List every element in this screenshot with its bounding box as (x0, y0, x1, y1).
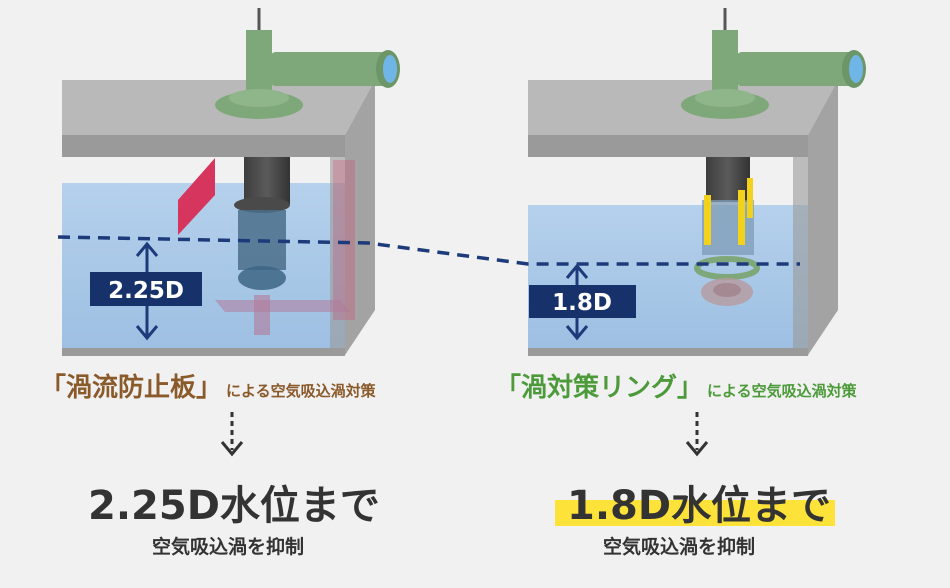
left-pump-bell (238, 266, 286, 290)
right-result-title: 1.8D水位まで (567, 483, 832, 529)
right-result-sub: 空気吸込渦を抑制 (603, 536, 756, 558)
ring-support-left (704, 195, 711, 245)
right-water (528, 205, 808, 353)
left-dimension: 2.25D (90, 241, 202, 341)
right-pump-stem (712, 30, 738, 92)
result-highlight (555, 500, 835, 526)
right-dim-arrow-bottom (565, 325, 589, 341)
left-dim-arrow-top (135, 241, 159, 257)
right-tank (528, 8, 866, 356)
left-tank-top-front (62, 135, 345, 157)
right-dimension: 1.8D (529, 263, 636, 341)
vortex-ring (694, 256, 760, 280)
left-caption-sub: による空気吸込渦対策 (226, 382, 376, 400)
left-caption-main: 「渦流防止板」 (40, 373, 223, 403)
right-discharge-pipe (736, 52, 854, 86)
right-pipe-opening (849, 55, 863, 83)
left-result-title: 2.25D水位まで (88, 483, 380, 529)
right-pump-base-top (695, 89, 755, 107)
right-tank-top-front (528, 135, 808, 157)
right-down-arrow (685, 412, 709, 457)
left-pump-column (244, 157, 290, 205)
left-dim-arrow-bottom (135, 325, 159, 341)
left-result-sub: 空気吸込渦を抑制 (152, 536, 305, 558)
left-level-label: 2.25D (108, 278, 184, 304)
left-pump-base-top (229, 89, 289, 107)
left-floor-cross (215, 300, 350, 312)
ring-support-right (738, 190, 745, 245)
ring-support-mid (747, 178, 753, 218)
left-plate-back (333, 160, 355, 320)
left-tank-bottom (62, 348, 345, 356)
right-caption-sub: による空気吸込渦対策 (707, 382, 857, 400)
left-discharge-pipe (270, 52, 388, 86)
right-pump-bell-inner (713, 283, 741, 297)
vortex-plate (178, 158, 215, 235)
right-tank-bottom (528, 348, 808, 356)
left-level-box (90, 272, 202, 306)
left-pump-stem (246, 30, 272, 92)
pump-comparison-diagram: 2.25D 1.8D (57, 8, 866, 356)
water-level-line (57, 235, 800, 266)
left-pump-flange (234, 197, 290, 213)
right-level-label: 1.8D (552, 290, 612, 316)
right-tank-wall-front (793, 157, 808, 355)
left-pipe-opening (383, 55, 397, 83)
left-water (62, 183, 347, 353)
left-caption: 「渦流防止板」による空気吸込渦対策 (40, 367, 376, 404)
right-caption-main: 「渦対策リング」 (495, 373, 704, 403)
right-level-box (529, 285, 636, 318)
right-tank-side (808, 80, 838, 355)
left-tank-side (345, 80, 375, 355)
left-floor-rib (254, 295, 270, 335)
right-caption: 「渦対策リング」による空気吸込渦対策 (495, 367, 857, 404)
left-down-arrow (220, 412, 244, 457)
right-dim-arrow-top (565, 263, 589, 279)
left-tank (62, 8, 400, 356)
